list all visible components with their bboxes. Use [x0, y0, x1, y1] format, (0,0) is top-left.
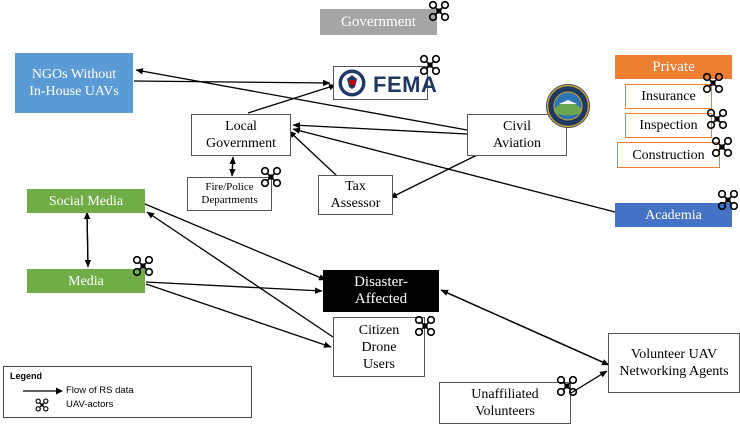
civil-aviation-label: Civil Aviation [493, 119, 541, 151]
disaster-affected-label: Disaster-Affected [354, 274, 408, 307]
government-label: Government [341, 13, 416, 30]
faa-seal-icon [546, 84, 590, 128]
local-government-label: Local Government [206, 119, 276, 151]
unaffiliated-volunteers-label: Unaffiliated Volunteers [471, 387, 539, 419]
volunteer-uav-node: Volunteer UAV Networking Agents [608, 333, 740, 393]
media-label: Media [68, 273, 104, 289]
construction-label: Construction [632, 147, 705, 163]
construction-node: Construction [617, 142, 720, 168]
ngos-label: NGOs Without In-House UAVs [29, 67, 119, 99]
academia-label: Academia [645, 207, 702, 223]
fire-police-node: Fire/Police Departments [187, 177, 272, 211]
edge-ngos-fema [133, 79, 331, 87]
drone-icon [556, 375, 578, 397]
volunteer-uav-label: Volunteer UAV Networking Agents [619, 347, 729, 379]
drone-icon [132, 255, 154, 277]
inspection-label: Inspection [639, 118, 698, 133]
tax-assessor-label: Tax Assessor [330, 179, 381, 211]
fire-police-label: Fire/Police Departments [201, 181, 258, 206]
media-node: Media [27, 269, 145, 293]
drone-icon [706, 108, 728, 130]
tax-assessor-node: Tax Assessor [318, 175, 393, 215]
drone-icon [35, 398, 49, 412]
edge-civil-tax [389, 154, 478, 199]
disaster-affected-node: Disaster-Affected [323, 270, 439, 312]
citizen-drone-users-node: Citizen Drone Users [333, 317, 425, 377]
social-media-label: Social Media [48, 193, 124, 209]
edge-media-citizen [145, 283, 332, 348]
insurance-label: Insurance [641, 89, 696, 104]
edge-civil-ngos [135, 68, 468, 131]
academia-node: Academia [615, 203, 732, 227]
fema-label: FEMA [373, 72, 438, 97]
legend-actors-label: UAV-actors [66, 399, 114, 410]
drone-icon [702, 72, 724, 94]
legend-title: Legend [10, 371, 43, 381]
government-node: Government [320, 9, 437, 35]
drone-icon [414, 315, 436, 337]
edge-unaffiliated-volunteer [570, 370, 608, 394]
edge-academia-localgov [292, 127, 616, 213]
arrow-icon [23, 387, 63, 395]
legend: Legend Flow of RS data UAV-actors [3, 366, 252, 418]
drone-icon [711, 136, 733, 158]
private-node: Private [615, 55, 732, 79]
edge-localgov-fire [229, 157, 236, 177]
edge-social-disaster [144, 203, 327, 281]
legend-flow-label: Flow of RS data [66, 385, 134, 396]
edge-civil-localgov [292, 122, 468, 135]
citizen-drone-users-label: Citizen Drone Users [358, 322, 400, 372]
edge-tax-localgov [288, 130, 338, 177]
edge-media-disaster [145, 281, 323, 294]
drone-icon [717, 189, 739, 211]
drone-icon [428, 0, 450, 22]
dhs-seal-icon [338, 69, 366, 97]
edge-disaster-volunteer [442, 290, 610, 366]
ngos-node: NGOs Without In-House UAVs [15, 53, 133, 113]
drone-icon [260, 166, 282, 188]
unaffiliated-volunteers-node: Unaffiliated Volunteers [439, 382, 571, 424]
local-government-node: Local Government [191, 114, 291, 156]
edge-localgov-fema [247, 84, 337, 114]
insurance-node: Insurance [625, 84, 712, 109]
social-media-node: Social Media [27, 189, 145, 213]
edge-media-social [83, 211, 91, 266]
private-label: Private [652, 58, 695, 75]
drone-icon [419, 54, 441, 76]
civil-aviation-node: Civil Aviation [467, 114, 567, 156]
edge-citizen-social [146, 211, 334, 338]
inspection-node: Inspection [625, 113, 712, 138]
